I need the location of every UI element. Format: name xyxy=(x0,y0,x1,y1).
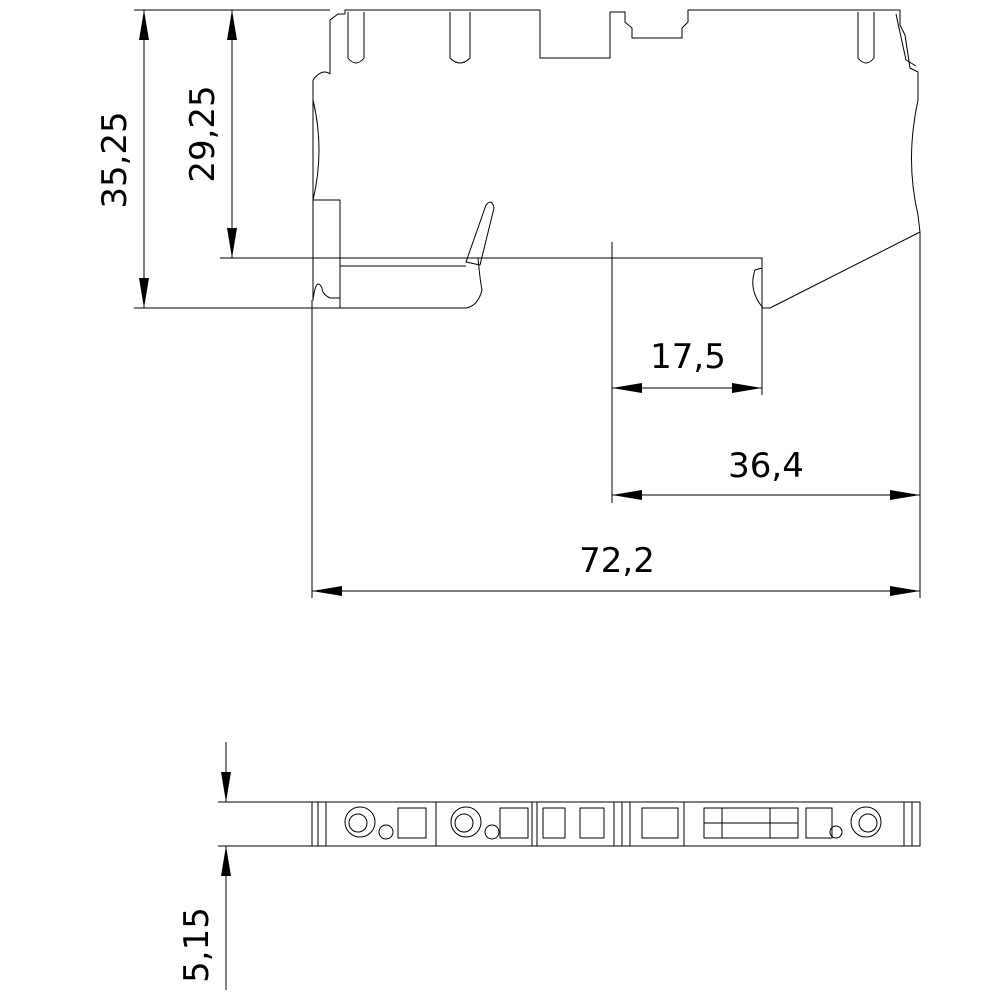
arrow-slot-width-right xyxy=(732,383,762,393)
dim-label-total-width: 72,2 xyxy=(579,541,655,581)
front-view-dimensions: 35,25 29,25 17,5 36,4 72,2 xyxy=(95,9,921,598)
hole-2-inner xyxy=(454,813,474,833)
arrow-rail-height-top xyxy=(227,10,237,40)
hole-2-small xyxy=(484,824,500,840)
dim-label-rail-height: 29,25 xyxy=(183,85,223,182)
hole-2 xyxy=(450,806,482,838)
arrow-slot-width-left xyxy=(612,383,642,393)
hole-1-small xyxy=(378,824,394,840)
hole-1-inner xyxy=(348,813,368,833)
strip-outline xyxy=(311,801,921,847)
front-view-left-step xyxy=(313,199,341,298)
dim-label-total-height: 35,25 xyxy=(95,111,135,208)
window-1 xyxy=(397,807,427,839)
latch-tab xyxy=(465,201,495,266)
hole-3 xyxy=(850,806,882,838)
dim-label-thickness: 5,15 xyxy=(177,907,217,983)
arrow-total-width-right xyxy=(890,586,920,596)
hole-1 xyxy=(344,806,376,838)
arrow-thickness-top xyxy=(221,772,231,802)
window-3 xyxy=(542,807,566,839)
arrow-total-width-left xyxy=(312,586,342,596)
arrow-total-height-bottom xyxy=(139,278,149,308)
arrow-thickness-bottom xyxy=(221,846,231,876)
window-2 xyxy=(499,807,529,839)
hole-3-small xyxy=(829,825,843,839)
top-pin-3 xyxy=(857,12,875,64)
bottom-view-dimensions: 5,15 xyxy=(177,742,312,990)
top-pin-1 xyxy=(347,12,365,64)
right-clip xyxy=(895,13,917,67)
dim-label-slot-width: 17,5 xyxy=(650,337,726,377)
dim-label-right-section: 36,4 xyxy=(728,446,804,486)
front-view-left-edge xyxy=(312,99,320,201)
bottom-view xyxy=(311,801,921,847)
front-view xyxy=(312,9,921,309)
window-5 xyxy=(641,807,679,839)
arrow-rail-height-bottom xyxy=(227,228,237,258)
hole-3-inner xyxy=(858,813,878,833)
top-pin-2 xyxy=(449,12,471,64)
window-4 xyxy=(579,807,605,839)
front-view-outline xyxy=(312,9,921,309)
window-6 xyxy=(805,807,833,839)
arrow-total-height-top xyxy=(139,10,149,40)
arrow-right-section-right xyxy=(890,490,920,500)
arrow-right-section-left xyxy=(612,490,642,500)
